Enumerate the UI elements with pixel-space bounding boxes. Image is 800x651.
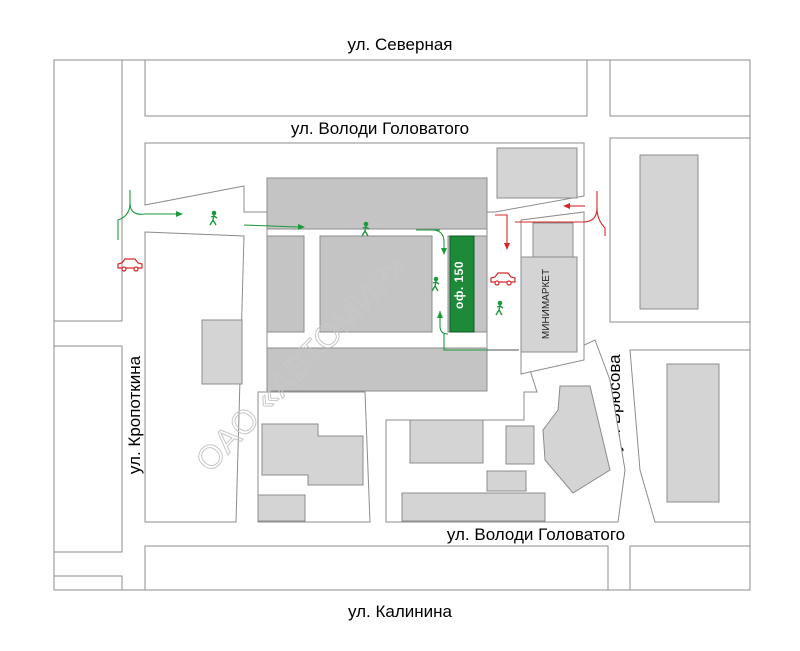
route-green: [117, 202, 131, 240]
office-building: [449, 235, 475, 333]
route-red: [596, 207, 606, 236]
minimarket-label: МИНИМАРКЕТ: [541, 269, 552, 339]
route-arrow-icon: [437, 311, 443, 318]
pedestrian-icon: [361, 221, 370, 237]
route-green: [439, 311, 449, 335]
route-arrow-icon: [504, 243, 510, 250]
building: [261, 423, 364, 486]
block: [53, 575, 123, 591]
block: [53, 345, 123, 553]
route-arrow-icon: [176, 211, 183, 217]
street-label-golovatogo-south: ул. Володи Головатого: [447, 525, 625, 544]
building: [266, 235, 305, 333]
block: [609, 59, 751, 117]
block: [144, 231, 245, 523]
building: [639, 154, 699, 310]
block: [144, 59, 588, 117]
building: [401, 492, 546, 522]
car-icon: [117, 258, 143, 272]
pedestrians: [209, 210, 504, 316]
office-label: оф. 150: [452, 261, 466, 309]
route-green: [443, 334, 487, 351]
building: [505, 425, 535, 465]
route-arrow-icons: [176, 203, 570, 318]
building: [201, 319, 243, 385]
block: [53, 59, 123, 322]
driving-routes: [117, 190, 606, 351]
street-label-kalinina: ул. Калинина: [348, 602, 453, 621]
street-label-golovatogo-north: ул. Володи Головатого: [291, 119, 469, 138]
main-complex: оф. 150: [266, 177, 519, 392]
street-label-kropotkina: ул. Кропоткина: [125, 355, 144, 474]
pedestrian-icon: [495, 300, 504, 316]
building: [666, 363, 720, 503]
block: [144, 545, 609, 591]
route-red: [495, 214, 508, 243]
building: [532, 222, 574, 258]
buildings: [201, 147, 720, 522]
building: [319, 235, 433, 333]
route-green: [243, 224, 299, 228]
building: [496, 147, 578, 199]
building: [409, 419, 484, 464]
route-arrow-icon: [441, 248, 447, 255]
building: [542, 385, 611, 494]
pedestrian-icon: [431, 276, 440, 292]
block: [629, 545, 751, 591]
route-arrow-icon: [563, 203, 570, 209]
route-arrow-icon: [298, 224, 305, 230]
car-icon: [490, 272, 516, 286]
building: [257, 494, 306, 522]
street-label-severnaya: ул. Северная: [347, 35, 452, 54]
pedestrian-icon: [209, 210, 218, 226]
minimarket-block: МИНИМАРКЕТ: [520, 211, 585, 375]
building: [486, 470, 527, 492]
route-green: [431, 229, 445, 248]
